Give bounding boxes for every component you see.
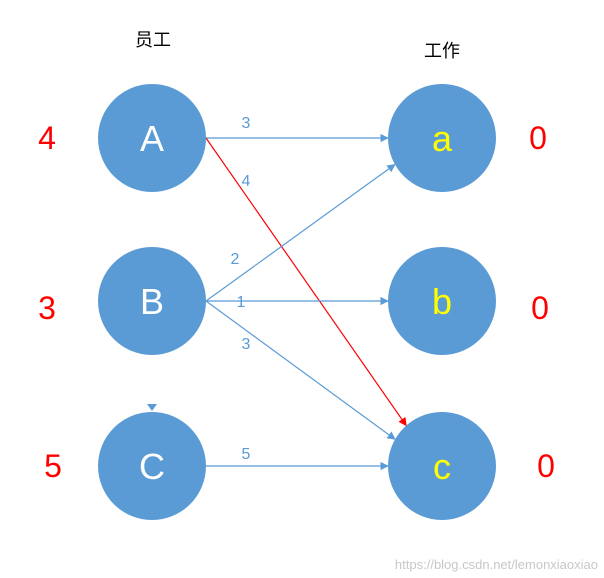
job-weight-b: 0 <box>531 290 549 326</box>
node-label: C <box>139 446 165 487</box>
header-jobs: 工作 <box>424 41 460 62</box>
node-label: A <box>140 118 164 159</box>
employee-node-B: B <box>98 247 206 355</box>
header-employees: 员工 <box>135 30 171 51</box>
watermark: https://blog.csdn.net/lemonxiaoxiao <box>395 557 598 572</box>
employee-weight-B: 3 <box>38 290 56 326</box>
edge-A-c <box>205 137 407 427</box>
employee-node-C: C <box>98 412 206 520</box>
node-circle <box>388 247 496 355</box>
edge-label-B-c: 3 <box>242 336 251 353</box>
node-circle <box>98 84 206 192</box>
node-label: c <box>433 446 451 487</box>
employee-node-A: A <box>98 84 206 192</box>
node-circle <box>388 412 496 520</box>
arrow-tip-icon <box>147 404 157 411</box>
job-node-c: c <box>388 412 496 520</box>
edges-layer: 3 4 2 1 3 5 <box>205 115 407 471</box>
node-circle <box>388 84 496 192</box>
edge-B-c <box>205 300 396 440</box>
node-label: a <box>432 118 453 159</box>
node-circle <box>98 247 206 355</box>
node-label: b <box>432 281 452 322</box>
job-weight-a: 0 <box>529 120 547 156</box>
node-label: B <box>140 281 164 322</box>
edge-label-B-b: 1 <box>237 294 246 311</box>
edge-label-A-a: 3 <box>242 115 251 132</box>
nodes-layer: A 4B 3C 5 a 0 b 0 c 0 <box>38 84 555 520</box>
employee-weight-C: 5 <box>44 448 62 484</box>
edge-label-B-a: 2 <box>231 251 240 268</box>
node-circle <box>98 412 206 520</box>
job-node-b: b <box>388 247 496 355</box>
edge-label-A-c: 4 <box>242 173 251 190</box>
job-node-a: a <box>388 84 496 192</box>
job-weight-c: 0 <box>537 448 555 484</box>
edge-B-a <box>205 163 396 302</box>
edge-label-C-c: 5 <box>242 446 251 463</box>
employee-weight-A: 4 <box>38 120 56 156</box>
